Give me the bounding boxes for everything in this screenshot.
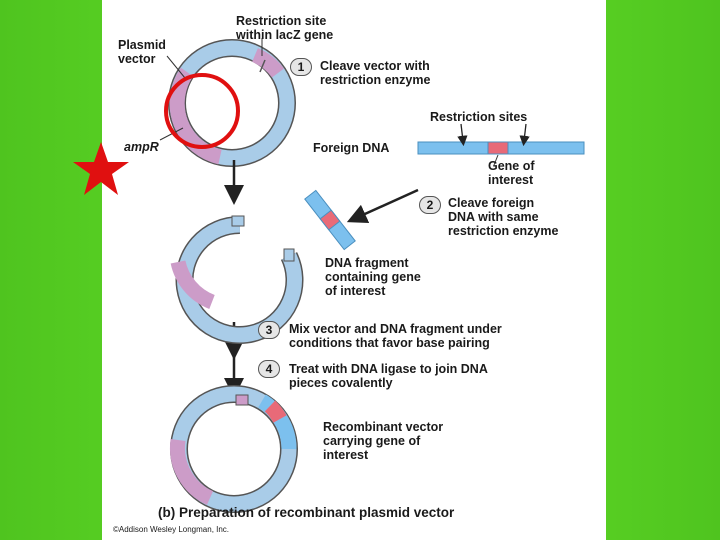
label-line: of interest — [325, 284, 386, 298]
label-line: restriction enzyme — [448, 224, 559, 238]
label-line: Cleave vector with — [320, 59, 430, 73]
label-line: carrying gene of — [323, 434, 421, 448]
label-line: pieces covalently — [289, 376, 393, 390]
label-line: conditions that favor base pairing — [289, 336, 490, 350]
step-1-number: 1 — [290, 58, 312, 76]
step-1-text: Cleave vector with restriction enzyme — [320, 59, 430, 87]
label-line: Restriction site — [236, 14, 327, 28]
restriction-site-label: Restriction site within lacZ gene — [236, 14, 333, 42]
foreign-dna-label: Foreign DNA — [313, 141, 390, 155]
recombinant-vector-label: Recombinant vector carrying gene of inte… — [323, 420, 443, 462]
foreign-dna-strand — [417, 123, 585, 166]
label-line: DNA fragment — [325, 256, 409, 270]
step-2-text: Cleave foreign DNA with same restriction… — [448, 196, 558, 238]
label-line: DNA with same — [448, 210, 539, 224]
amp-label: ampR — [124, 140, 159, 154]
arrow-to-fragment-icon — [346, 188, 419, 223]
amp-pointer — [159, 127, 184, 141]
dna-fragment — [304, 189, 356, 251]
label-line: interest — [488, 173, 534, 187]
label-line: Gene of — [488, 159, 535, 173]
plasmid-vector-ring — [168, 39, 296, 167]
label-line: Treat with DNA ligase to join DNA — [289, 362, 488, 376]
plasmid-pointer — [166, 55, 186, 79]
label-line: containing gene — [325, 270, 421, 284]
cleaved-plasmid-ring — [170, 215, 304, 344]
step-4-text: Treat with DNA ligase to join DNA pieces… — [289, 362, 488, 390]
panel-caption: (b) Preparation of recombinant plasmid v… — [158, 505, 455, 520]
label-line: Mix vector and DNA fragment under — [289, 322, 502, 336]
step-3-number: 3 — [258, 321, 280, 339]
label-line: interest — [323, 448, 369, 462]
label-line: restriction enzyme — [320, 73, 431, 87]
plasmid-vector-label: Plasmid vector — [118, 38, 166, 66]
copyright-text: ©Addison Wesley Longman, Inc. — [113, 525, 230, 534]
step-4-number: 4 — [258, 360, 280, 378]
step-3-text: Mix vector and DNA fragment under condit… — [289, 322, 502, 350]
dna-fragment-label: DNA fragment containing gene of interest — [325, 256, 421, 298]
restriction-sites-label: Restriction sites — [430, 110, 528, 124]
label-line: Cleave foreign — [448, 196, 535, 210]
star-icon — [73, 142, 129, 195]
gene-of-interest-label: Gene of interest — [488, 159, 535, 187]
highlight-circle — [164, 73, 240, 149]
label-line: Recombinant vector — [323, 420, 444, 434]
step-2-number: 2 — [419, 196, 441, 214]
recombinant-plasmid-ring — [169, 385, 298, 513]
label-line: vector — [118, 52, 156, 66]
label-line: within lacZ gene — [236, 28, 334, 42]
label-line: Plasmid — [118, 38, 166, 52]
